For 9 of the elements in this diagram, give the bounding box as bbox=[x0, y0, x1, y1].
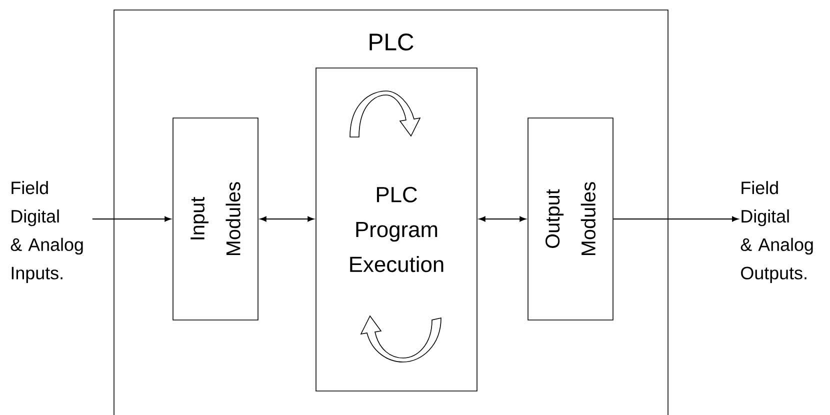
arrow bbox=[260, 216, 314, 222]
module-box: Output Modules bbox=[528, 118, 614, 320]
field-label: Field Digital & Analog Inputs. bbox=[10, 181, 83, 283]
module-box: Input Modules bbox=[172, 118, 258, 320]
arrow bbox=[92, 216, 171, 222]
field-label: Field Digital & Analog Outputs. bbox=[740, 181, 813, 283]
arrow bbox=[479, 216, 526, 222]
process-box: PLC Program Execution bbox=[316, 68, 478, 392]
arrow bbox=[613, 216, 738, 222]
